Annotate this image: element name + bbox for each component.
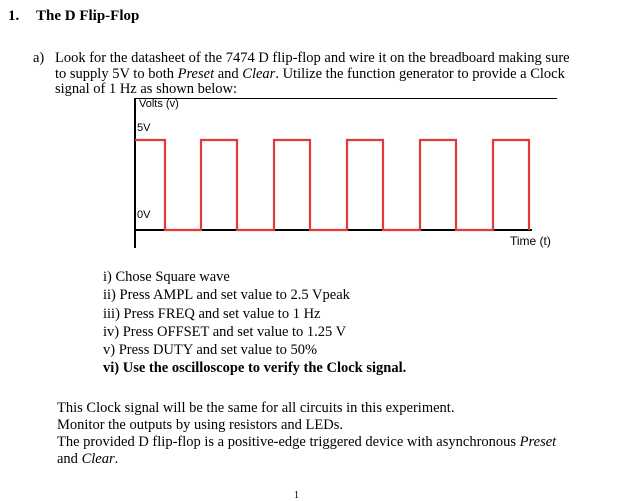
step-label: v) <box>103 342 116 359</box>
closing-line-3: The provided D flip-flop is a positive-e… <box>57 434 556 451</box>
step-text: Chose Square wave <box>115 269 230 285</box>
step-label: iii) <box>103 305 120 322</box>
y-axis-label: Volts (v) <box>139 98 179 110</box>
step-item: iv) Press OFFSET and set value to 1.25 V <box>103 323 406 341</box>
closing-line-4: and Clear. <box>57 451 556 468</box>
clear-term-2: Clear <box>81 451 115 467</box>
step-item: ii) Press AMPL and set value to 2.5 Vpea… <box>103 286 406 304</box>
step-text: Press DUTY and set value to 50% <box>118 342 318 359</box>
preset-term: Preset <box>177 65 215 82</box>
step-item: i) Chose Square wave <box>103 268 406 286</box>
closing-line-4-end: . <box>114 451 119 467</box>
part-a-line-2: to supply 5V to both Preset and Clear. U… <box>55 65 570 83</box>
step-label: i) <box>103 269 112 285</box>
step-item: v) Press DUTY and set value to 50% <box>103 341 406 359</box>
preset-term-2: Preset <box>519 434 557 450</box>
section-number: 1. <box>8 8 20 24</box>
step-item: iii) Press FREQ and set value to 1 Hz <box>103 305 406 323</box>
closing-line-1: This Clock signal will be the same for a… <box>57 400 455 416</box>
section-heading: 1. The D Flip-Flop <box>8 8 139 25</box>
step-label: iv) <box>103 323 120 340</box>
part-a-line-2-text: to supply 5V to both <box>55 65 178 82</box>
part-a-line-3: signal of 1 Hz as shown below: <box>55 81 238 97</box>
step-item: vi) Use the oscilloscope to verify the C… <box>103 359 406 377</box>
page-number: 1 <box>294 490 299 501</box>
closing-line-3-text: The provided D flip-flop is a positive-e… <box>57 434 520 450</box>
part-a-label: a) <box>33 50 45 66</box>
closing-line-4-text: and <box>57 451 82 467</box>
figure-top-rule <box>136 98 557 99</box>
clear-term: Clear <box>242 65 276 82</box>
part-a-line-2-rest: . Utilize the function generator to prov… <box>275 65 565 82</box>
step-label: ii) <box>103 287 116 304</box>
step-text: Press AMPL and set value to 2.5 Vpeak <box>119 287 350 304</box>
part-a-line-1: Look for the datasheet of the 7474 D fli… <box>55 50 570 66</box>
step-text: Press OFFSET and set value to 1.25 V <box>122 323 347 340</box>
step-text: Press FREQ and set value to 1 Hz <box>123 305 321 322</box>
closing-line-2: Monitor the outputs by using resistors a… <box>57 417 343 433</box>
step-text: Use the oscilloscope to verify the Clock… <box>122 360 407 377</box>
part-a-line-2-and: and <box>214 65 243 82</box>
high-level-label: 5V <box>137 122 151 134</box>
x-axis-label: Time (t) <box>510 234 551 248</box>
section-title: The D Flip-Flop <box>36 8 140 24</box>
closing-paragraph: This Clock signal will be the same for a… <box>57 400 556 468</box>
step-label: vi) <box>103 360 120 377</box>
square-wave <box>135 138 531 232</box>
low-level-label: 0V <box>137 209 151 221</box>
